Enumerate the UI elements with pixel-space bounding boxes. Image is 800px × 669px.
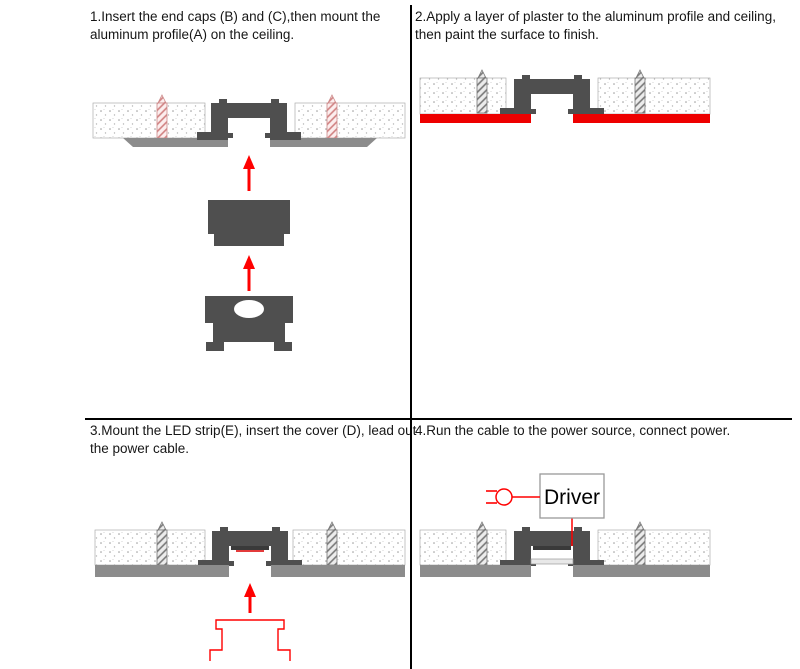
led-strip-e: [533, 546, 571, 550]
channel-gap: [228, 116, 270, 149]
step3-caption: 3.Mount the LED strip(E), insert the cov…: [90, 423, 417, 456]
finished-plaster-band: [271, 565, 405, 577]
horizontal-divider: [85, 418, 792, 420]
screw-icon: [476, 521, 488, 566]
ceiling-board-left: [94, 529, 206, 566]
led-strip-glow: [236, 550, 264, 552]
plaster-paint-layer: [573, 114, 710, 123]
ceiling-board-right: [597, 77, 711, 115]
cover-d-installed: [530, 558, 574, 565]
led-strip-e: [231, 546, 269, 550]
plug-icon: [486, 488, 540, 506]
ceiling-board-right: [292, 529, 406, 566]
screw-icon: [634, 521, 646, 566]
ceiling-board-left: [92, 102, 206, 139]
screw-icon: [156, 94, 168, 139]
finished-plaster-band: [573, 565, 710, 577]
up-arrow-icon: [243, 155, 255, 191]
ceiling-board-left: [419, 77, 507, 115]
cover-d-outline: [209, 619, 291, 661]
vertical-divider: [410, 5, 412, 669]
driver-label: Driver: [544, 486, 600, 509]
step2-diagram: [419, 69, 711, 123]
up-arrow-icon: [243, 255, 255, 291]
step4-caption: 4.Run the cable to the power source, con…: [415, 423, 731, 438]
driver-box: [539, 473, 605, 519]
step2-caption: 2.Apply a layer of plaster to the alumin…: [415, 9, 776, 42]
finished-plaster-band: [95, 565, 229, 577]
cable-hole: [234, 300, 264, 318]
ceiling-board-right: [294, 102, 406, 139]
step1-caption: 1.Insert the end caps (B) and (C),then m…: [90, 9, 381, 42]
up-arrow-icon: [244, 583, 256, 613]
end-cap-b: [208, 200, 290, 246]
screw-icon: [326, 94, 338, 139]
step4-diagram: Driver: [419, 473, 711, 577]
screw-icon: [476, 69, 488, 114]
ceiling-board-left: [419, 529, 507, 566]
screw-icon: [634, 69, 646, 114]
step1-diagram: [92, 94, 406, 351]
aluminum-profile-a: [500, 75, 604, 116]
screw-icon: [326, 521, 338, 566]
screw-icon: [156, 521, 168, 566]
ceiling-board-right: [597, 529, 711, 566]
end-cap-c: [205, 296, 293, 351]
plaster-paint-layer: [420, 114, 531, 123]
finished-plaster-band: [420, 565, 531, 577]
step3-diagram: [94, 521, 406, 661]
